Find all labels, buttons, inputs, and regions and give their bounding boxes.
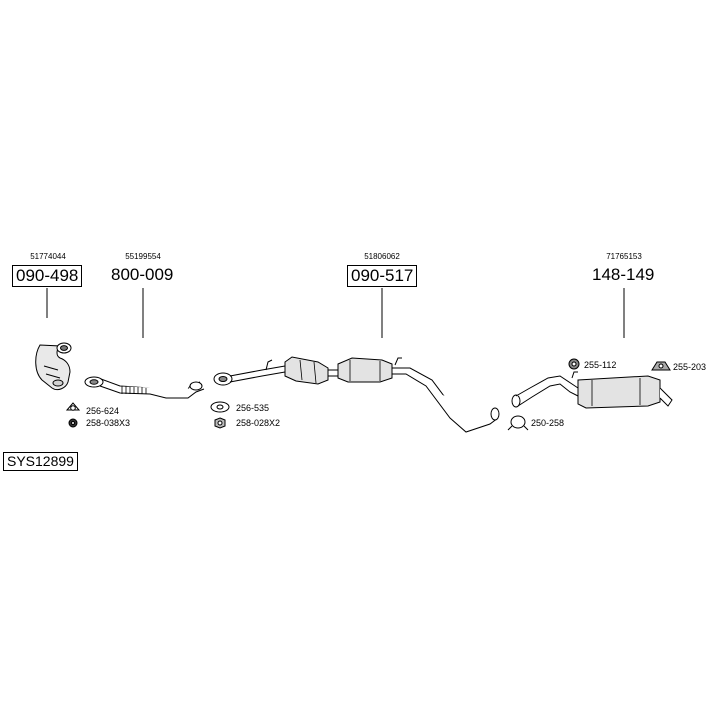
oem-number-label: 51806062 bbox=[364, 252, 400, 261]
gasket-icon-256-624 bbox=[65, 402, 81, 411]
part-number-label[interactable]: 090-517 bbox=[347, 265, 418, 287]
rubber-mount-icon-255-112 bbox=[568, 358, 580, 370]
oem-number-label: 71765153 bbox=[606, 252, 642, 261]
part-148-149-drawing bbox=[511, 371, 673, 409]
system-code-label: SYS12899 bbox=[3, 452, 78, 471]
nut-icon-258-038x3 bbox=[68, 418, 78, 428]
gasket-icon-256-535 bbox=[210, 401, 230, 413]
part-number-label[interactable]: 148-149 bbox=[592, 265, 655, 284]
part-090-498-drawing bbox=[35, 342, 72, 391]
accessory-label-rubber-mount[interactable]: 255-112 bbox=[584, 360, 617, 370]
part-number-label[interactable]: 800-009 bbox=[111, 265, 174, 284]
rubber-mount-icon-255-203 bbox=[651, 361, 671, 371]
part-800-009-drawing bbox=[84, 376, 205, 399]
nut-icon-258-028x2 bbox=[214, 417, 226, 429]
accessory-label-gasket[interactable]: 256-624 bbox=[86, 406, 120, 416]
part-090-517-drawing bbox=[213, 356, 500, 433]
accessory-label-nut[interactable]: 258-038X3 bbox=[86, 418, 131, 428]
part-number-label[interactable]: 090-498 bbox=[12, 265, 83, 287]
accessory-label-clamp[interactable]: 250-258 bbox=[531, 418, 565, 428]
accessory-label-gasket[interactable]: 256-535 bbox=[236, 403, 270, 413]
accessory-label-rubber-mount[interactable]: 255-203 bbox=[673, 362, 707, 372]
clamp-icon-250-258 bbox=[507, 415, 529, 431]
oem-number-label: 55199554 bbox=[125, 252, 161, 261]
oem-number-label: 51774044 bbox=[30, 252, 66, 261]
accessory-label-nut[interactable]: 258-028X2 bbox=[236, 418, 281, 428]
